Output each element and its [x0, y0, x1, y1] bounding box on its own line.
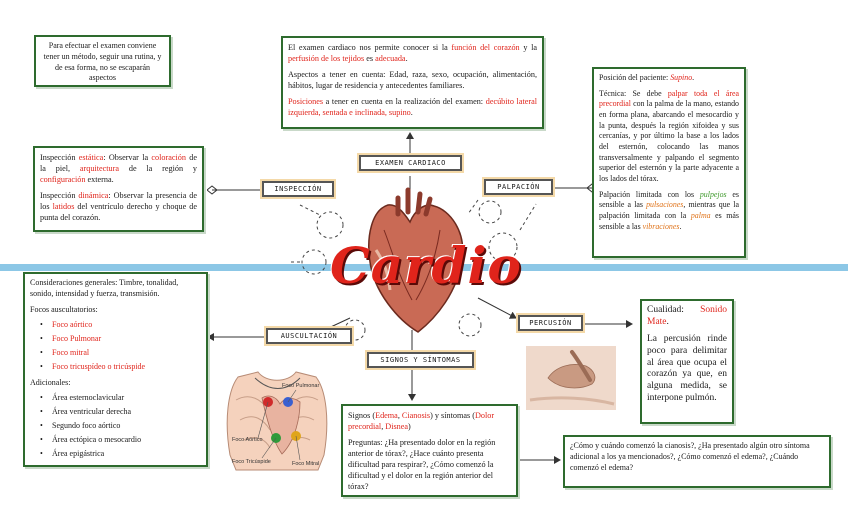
list-item: Segundo foco aórtico	[30, 421, 201, 432]
adicionales-title: Adicionales:	[30, 377, 71, 387]
dashed-circle	[478, 200, 502, 224]
method-note-text: Para efectuar el examen conviene tener u…	[43, 41, 162, 83]
node-examen-cardiaco[interactable]: EXAMEN CARDIACO	[359, 155, 462, 171]
node-signos-sintomas[interactable]: SIGNOS Y SÍNTOMAS	[367, 352, 474, 368]
dashed-connector	[519, 203, 537, 231]
percussion-photo	[526, 346, 616, 410]
method-note-box: Para efectuar el examen conviene tener u…	[34, 35, 171, 87]
percusion-descripcion-text: La percusión rinde poco para delimitar a…	[647, 333, 727, 404]
list-item: Foco tricuspídeo o tricúspide	[30, 362, 201, 373]
torso-label-aortico: Foco Aórtico	[232, 437, 263, 443]
dashed-circle	[488, 232, 518, 262]
node-auscultacion[interactable]: AUSCULTACIÓN	[266, 328, 352, 344]
adicionales-list: Área esternoclavicular Área ventricular …	[30, 393, 201, 459]
torso-label-pulmonar: Foco Pulmonar	[282, 383, 320, 389]
node-palpacion[interactable]: PALPACIÓN	[484, 179, 553, 195]
torso-illustration	[226, 371, 328, 471]
central-title: Cardio	[330, 236, 522, 295]
list-item: Área ventricular derecha	[30, 407, 201, 418]
arrow-heart-percusion	[477, 297, 517, 319]
dashed-connector	[467, 199, 479, 215]
list-item: Foco aórtico	[30, 320, 201, 331]
preguntas-extra-text: ¿Cómo y cuándo comenzó la cianosis?, ¿Ha…	[570, 441, 810, 472]
list-item: Foco Pulmonar	[30, 334, 201, 345]
list-item: Foco mitral	[30, 348, 201, 359]
palpacion-box: Posición del paciente: Supino. Técnica: …	[592, 67, 746, 258]
auscultacion-general-text: Consideraciones generales: Timbre, tonal…	[30, 278, 179, 298]
intro-paragraph-3: Posiciones a tener en cuenta en la reali…	[288, 97, 537, 118]
heart-illustration	[368, 187, 464, 333]
palpacion-limitada-text: Palpación limitada con los pulpejos es s…	[599, 189, 740, 231]
signos-box: Signos (Edema, Cianosis) y síntomas (Dol…	[341, 404, 518, 497]
list-item: Área epigástrica	[30, 449, 201, 460]
focos-list: Foco aórtico Foco Pulmonar Foco mitral F…	[30, 320, 201, 372]
list-item: Área ectópica o mesocardio	[30, 435, 201, 446]
auscultacion-box: Consideraciones generales: Timbre, tonal…	[23, 272, 208, 467]
dashed-circle	[458, 313, 482, 337]
inspeccion-box: Inspección estática: Observar la colorac…	[33, 146, 204, 232]
node-inspeccion[interactable]: INSPECCIÓN	[262, 181, 334, 197]
intro-paragraph-2: Aspectos a tener en cuenta: Edad, raza, …	[288, 70, 537, 91]
node-percusion[interactable]: PERCUSIÓN	[518, 315, 583, 331]
percusion-box: Cualidad: Sonido Mate. La percusión rind…	[640, 299, 734, 424]
dashed-circle	[316, 211, 344, 239]
dashed-connector	[299, 204, 321, 216]
intro-box: El examen cardiaco nos permite conocer s…	[281, 36, 544, 129]
signos-preguntas-text: Preguntas: ¿Ha presentado dolor en la re…	[348, 438, 496, 492]
inspeccion-dinamica-text: Inspección dinámica: Observar la presenc…	[40, 191, 197, 223]
torso-label-mitral: Foco Mitral	[292, 461, 320, 467]
dashed-circle	[301, 249, 327, 275]
palpacion-tecnica-text: Técnica: Se debe palpar toda el área pre…	[599, 88, 739, 184]
signos-lista-text: Signos (Edema, Cianosis) y síntomas (Dol…	[348, 411, 495, 432]
torso-label-tricuspide: Foco Tricúspide	[232, 459, 271, 465]
intro-paragraph-1: El examen cardiaco nos permite conocer s…	[288, 43, 537, 64]
focos-title: Focos auscultatorios:	[30, 304, 98, 314]
percusion-cualidad-text: Cualidad: Sonido Mate.	[647, 305, 727, 327]
palpacion-posicion-text: Posición del paciente: Supino.	[599, 73, 695, 82]
list-item: Área esternoclavicular	[30, 393, 201, 404]
inspeccion-estatica-text: Inspección estática: Observar la colorac…	[40, 153, 197, 185]
preguntas-extra-box: ¿Cómo y cuándo comenzó la cianosis?, ¿Ha…	[563, 435, 831, 488]
